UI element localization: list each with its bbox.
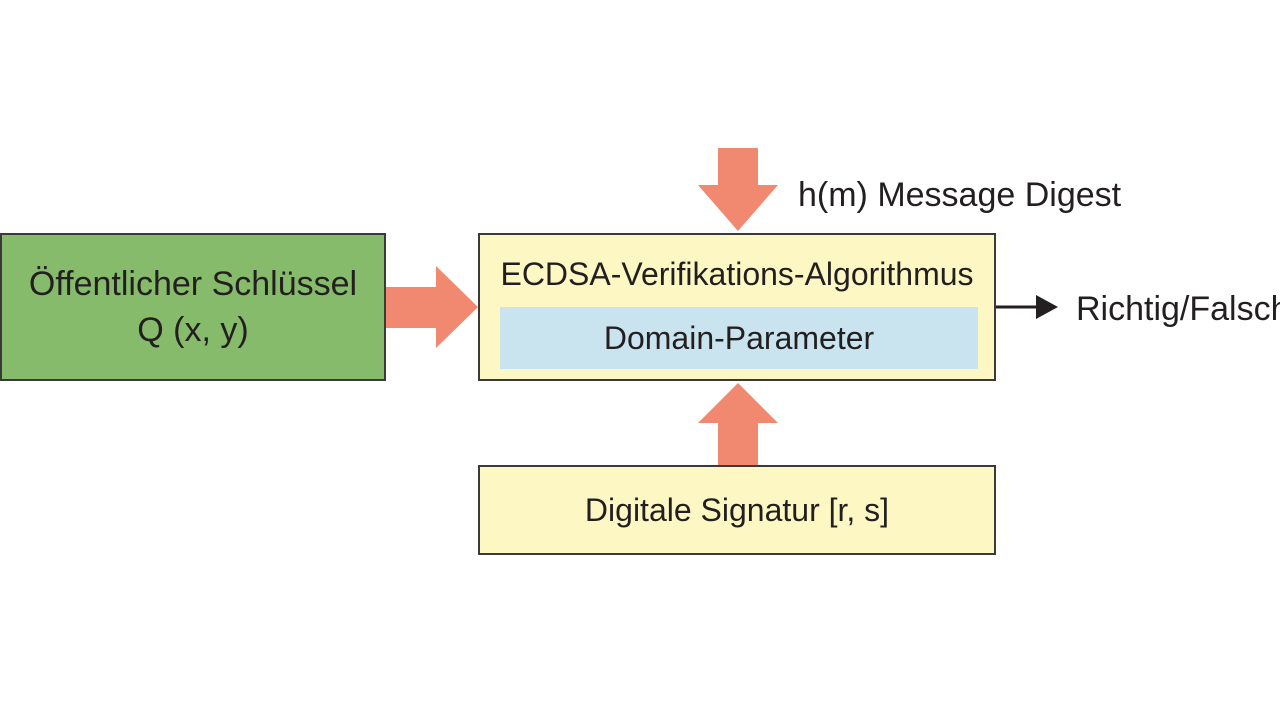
key-input-arrow [386,266,478,348]
output-arrow-head [1036,295,1058,319]
domain-parameter-label: Domain-Parameter [603,319,875,356]
digest-input-arrow [698,148,778,231]
public-key-coordinates: Q (x, y) [137,311,249,349]
message-digest-label: h(m) Message Digest [798,176,1122,214]
algorithm-title: ECDSA-Verifikations-Algorithmus [500,256,974,292]
public-key-box: Öffentlicher Schlüssel Q (x, y) [0,233,386,381]
digital-signature-box: Digitale Signatur [r, s] [478,465,996,555]
domain-parameter-band: Domain-Parameter [500,307,978,369]
digital-signature-label: Digitale Signatur [r, s] [584,491,890,528]
verification-algorithm-box: ECDSA-Verifikations-Algorithmus Domain-P… [478,233,996,381]
result-label: Richtig/Falsch [1076,290,1280,328]
signature-input-arrow [698,383,778,465]
public-key-label: Öffentlicher Schlüssel [28,265,358,303]
